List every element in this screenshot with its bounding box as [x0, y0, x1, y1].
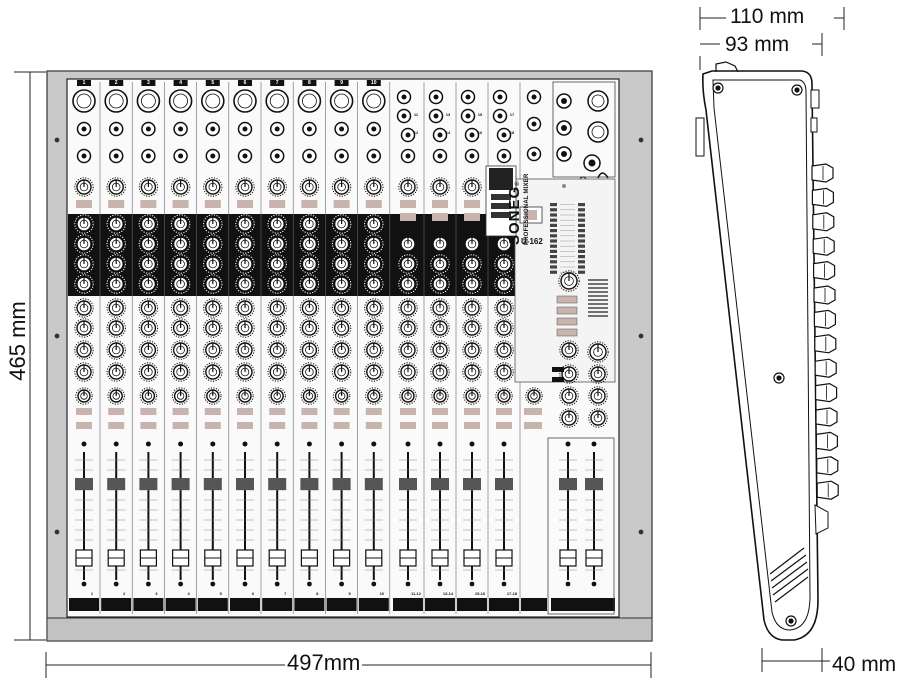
aux-controls	[524, 89, 543, 429]
height-dimension-line	[14, 71, 46, 641]
stereo-input-label: 15	[477, 112, 483, 117]
stereo-input-label: 18	[509, 130, 515, 135]
mono-channel-strip	[69, 80, 101, 614]
stereo-channel-strip	[457, 82, 489, 614]
level-meters	[550, 203, 585, 274]
mono-channel-strip	[326, 80, 358, 614]
brand-mark: ®	[515, 181, 521, 186]
brand-subtitle: PROFESSIONAL MIXER	[524, 173, 530, 246]
side-screws	[712, 82, 803, 627]
side-vents	[769, 547, 809, 603]
channel-number: 2	[114, 80, 118, 86]
depth-body-label: 93 mm	[721, 34, 794, 55]
height-label: 465 mm	[5, 301, 30, 381]
mono-channel-strip	[165, 80, 197, 614]
channel-number: 4	[179, 80, 182, 86]
brand-logo: SONEG® PROFESSIONAL MIXER	[506, 174, 530, 246]
master-section	[485, 81, 616, 615]
fader-label: 13-14	[442, 591, 454, 596]
fader-label: 9	[348, 591, 351, 596]
stereo-input-label: 12	[413, 130, 419, 135]
master-fader	[559, 441, 577, 587]
channel-number: 8	[308, 80, 311, 86]
mixer-case-bottom	[46, 617, 653, 642]
mono-channel-strip	[133, 80, 165, 614]
side-body	[702, 70, 819, 641]
channel-number: 6	[243, 80, 247, 86]
fader-label: 7	[284, 591, 287, 596]
fader-label: 8	[316, 591, 319, 596]
channel-number: 7	[275, 80, 279, 86]
channel-number: 1	[82, 80, 86, 86]
fader-label: 10	[379, 591, 385, 596]
channel-number: 3	[147, 80, 150, 86]
stereo-channel-strip	[489, 82, 521, 614]
mono-channel-strip	[197, 80, 230, 614]
side-view	[695, 7, 845, 672]
mono-channel-strip	[294, 80, 326, 614]
fader-label: 11-12	[410, 591, 421, 596]
model-label: U-162	[521, 237, 543, 246]
fader-label: 5	[219, 591, 222, 596]
mono-channel-strip	[262, 80, 294, 614]
fader-label: 2	[123, 591, 126, 596]
fader-label: 17-18	[506, 591, 518, 596]
stereo-input-label: 16	[477, 130, 483, 135]
side-knob-profiles	[811, 163, 839, 500]
channel-strips	[68, 80, 615, 614]
fader-label: 4	[187, 591, 190, 596]
case-screws	[54, 137, 644, 535]
stereo-input-label: 11	[413, 112, 419, 117]
depth-bottom-label: 40 mm	[830, 653, 899, 676]
mono-channel-strip	[101, 80, 133, 614]
stereo-input-label: 17	[509, 112, 515, 117]
mono-channel-strip	[230, 80, 262, 614]
stereo-input-label: 13	[445, 112, 451, 117]
fader-label: 15-16	[474, 591, 486, 596]
stereo-input-label: 14	[445, 130, 451, 135]
depth-dimension-lines	[699, 7, 845, 672]
fader-label: 1	[90, 591, 94, 596]
channel-number: 5	[211, 80, 215, 86]
depth-top-label: 110 mm	[726, 6, 809, 27]
fader-label: 3	[155, 591, 158, 596]
channel-number: 10	[371, 80, 377, 86]
effects-section	[552, 270, 609, 428]
master-fader	[585, 441, 603, 587]
stereo-channel-strip	[425, 82, 457, 614]
front-view	[14, 70, 653, 678]
stereo-channel-strip	[393, 82, 425, 614]
mono-channel-strip	[358, 80, 391, 614]
fader-label: 6	[251, 591, 255, 596]
channel-number: 9	[340, 80, 343, 86]
width-label: 497mm	[285, 650, 363, 675]
